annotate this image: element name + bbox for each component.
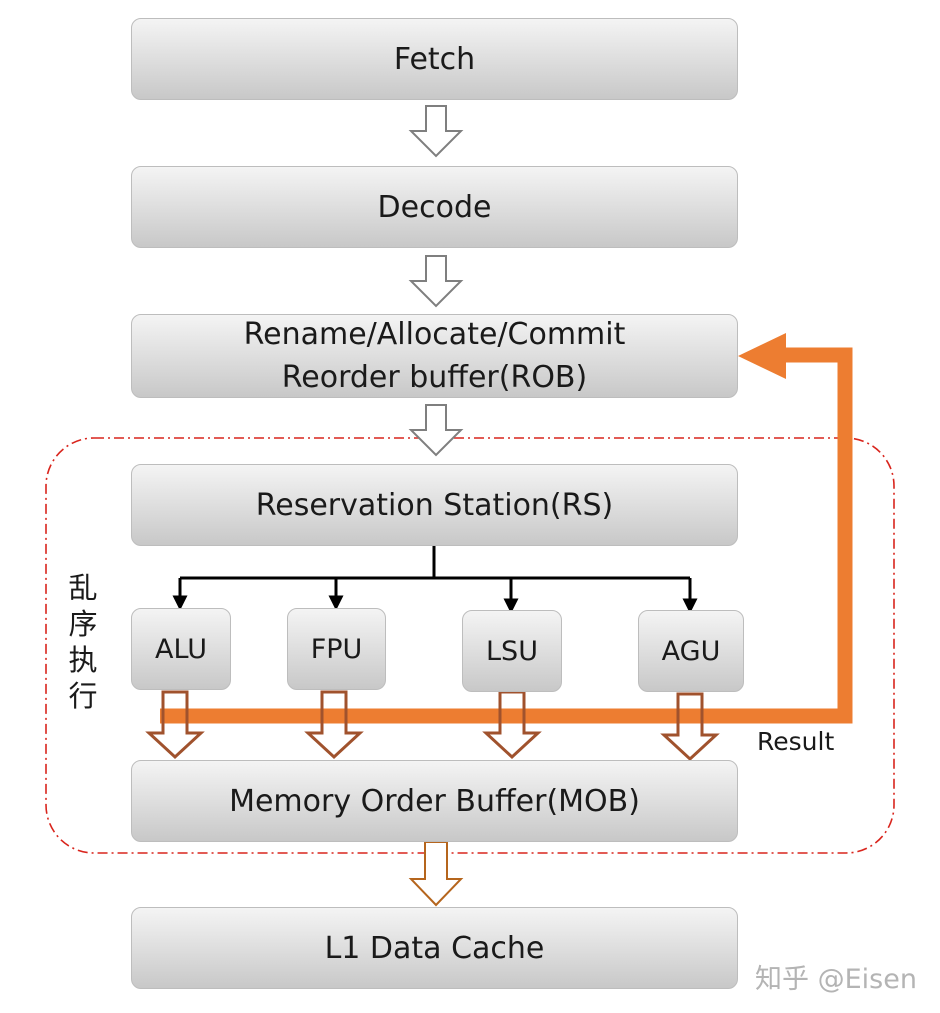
fetch-stage: Fetch	[131, 18, 738, 100]
alu-label: ALU	[155, 633, 207, 665]
watermark: 知乎 @Eisen	[755, 964, 917, 995]
decode-to-rename-arrow	[408, 255, 464, 308]
ooo-char-2: 序	[68, 607, 98, 641]
alu-unit: ALU	[131, 608, 231, 690]
decode-label: Decode	[377, 189, 492, 225]
agu-output-arrow	[660, 692, 720, 762]
lsu-label: LSU	[486, 635, 538, 667]
reservation-station: Reservation Station(RS)	[131, 464, 738, 546]
mob-to-cache-arrow	[408, 841, 464, 907]
rob-to-rs-arrow	[408, 404, 464, 457]
reservation-station-label: Reservation Station(RS)	[255, 487, 614, 523]
ooo-char-3: 执	[68, 643, 98, 677]
fpu-output-arrow	[304, 690, 364, 760]
agu-label: AGU	[661, 635, 721, 667]
l1-data-cache: L1 Data Cache	[131, 907, 738, 989]
fetch-label: Fetch	[393, 41, 476, 77]
fetch-to-decode-arrow	[408, 105, 464, 158]
mob-label: Memory Order Buffer(MOB)	[229, 783, 640, 819]
ooo-char-1: 乱	[68, 571, 98, 605]
rename-label-line1: Rename/Allocate/Commit	[243, 317, 626, 352]
alu-output-arrow	[145, 690, 205, 760]
rename-label-line2: Reorder buffer(ROB)	[281, 360, 588, 395]
memory-order-buffer: Memory Order Buffer(MOB)	[131, 760, 738, 842]
result-label: Result	[757, 727, 835, 756]
lsu-unit: LSU	[462, 610, 562, 692]
l1-cache-label: L1 Data Cache	[324, 930, 545, 966]
fpu-unit: FPU	[287, 608, 386, 690]
ooo-char-4: 行	[68, 679, 98, 713]
fpu-label: FPU	[310, 633, 363, 665]
out-of-order-label: 乱 序 执 行	[63, 570, 103, 714]
result-feedback-path	[160, 333, 853, 724]
decode-stage: Decode	[131, 166, 738, 248]
unit-output-arrows	[145, 690, 720, 762]
dispatch-lines	[172, 546, 698, 614]
lsu-output-arrow	[482, 690, 542, 760]
agu-unit: AGU	[638, 610, 744, 692]
out-of-order-region	[45, 437, 895, 854]
rename-rob-stage: Rename/Allocate/Commit Reorder buffer(RO…	[131, 314, 738, 398]
